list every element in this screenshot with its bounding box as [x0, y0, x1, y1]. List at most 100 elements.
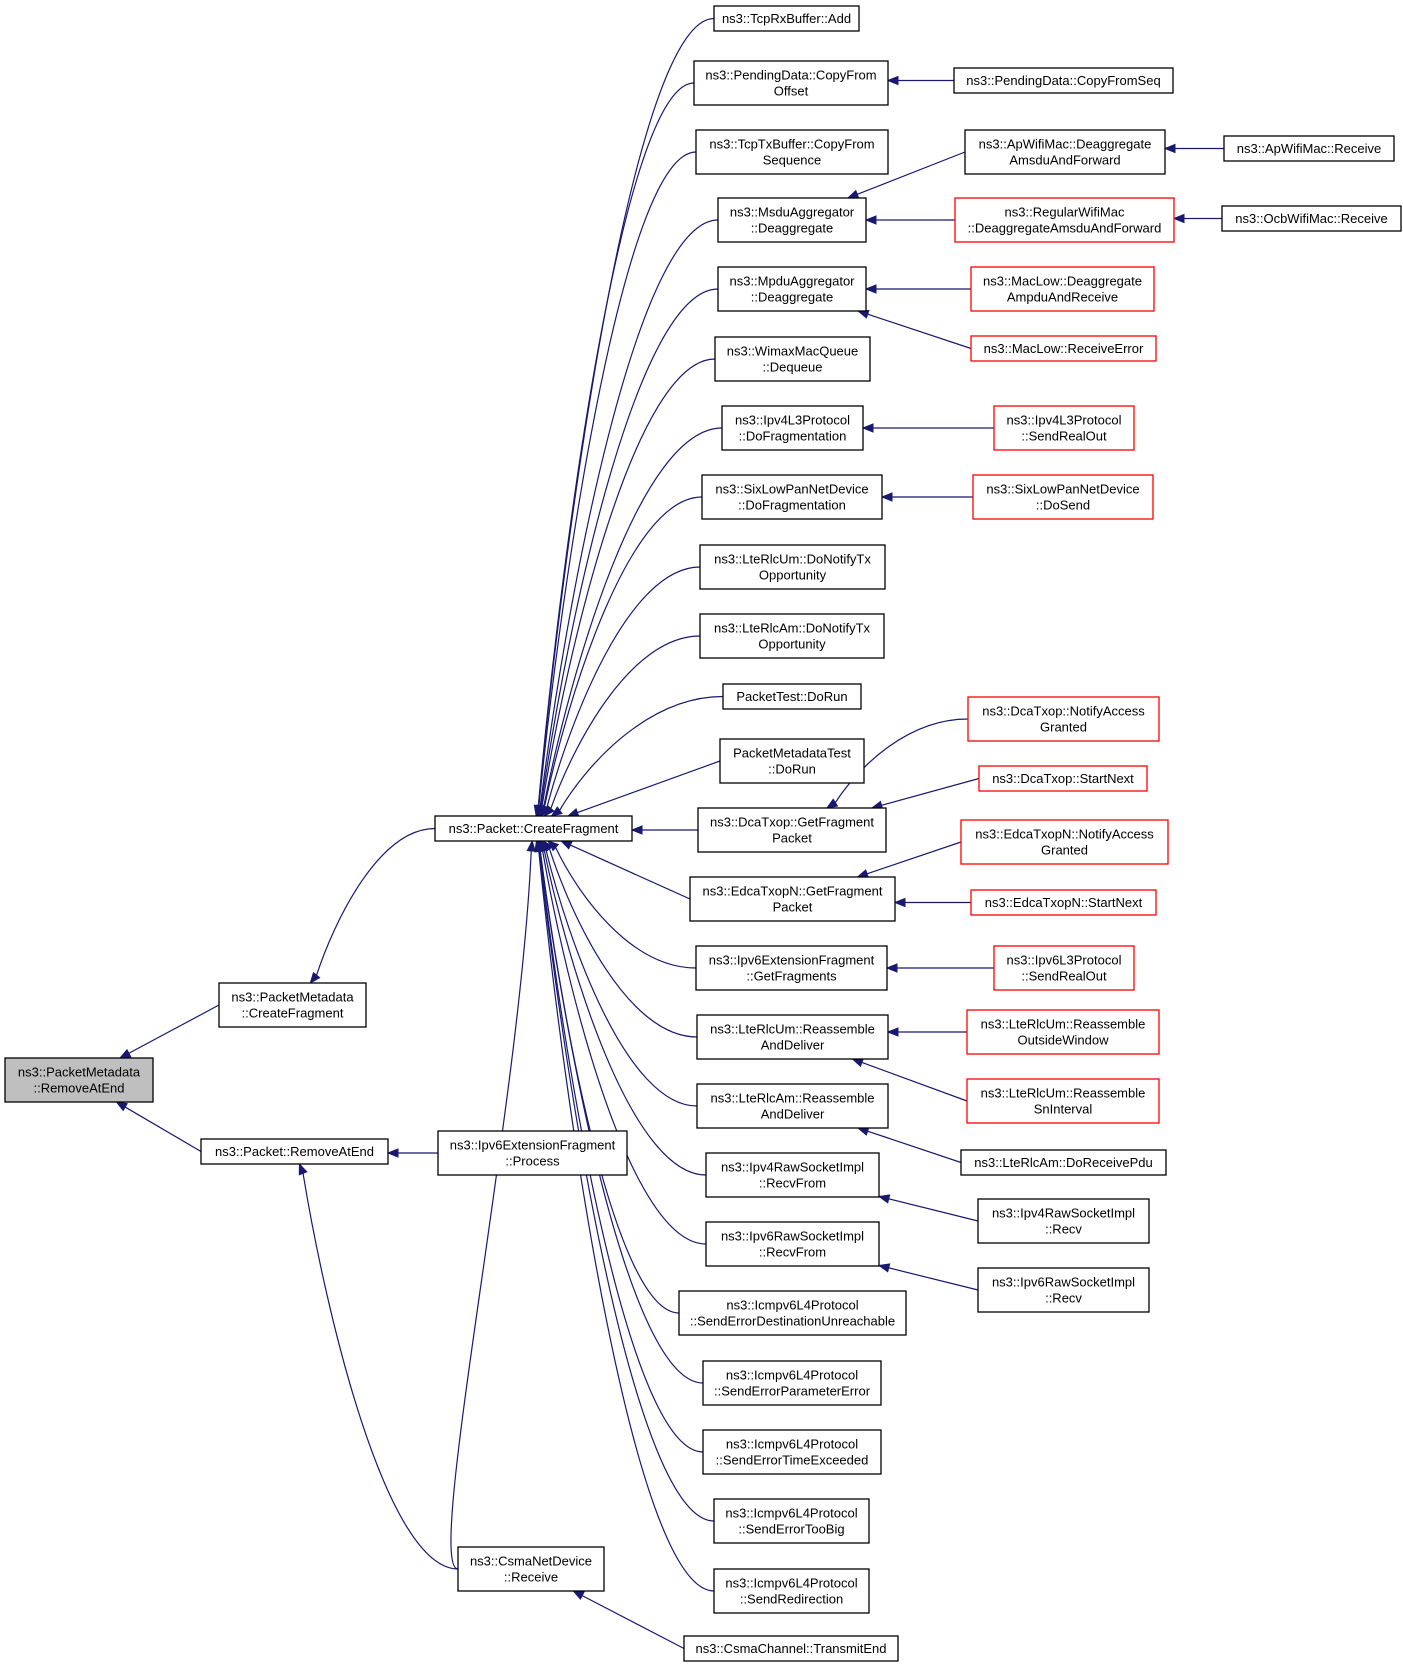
node-box [970, 266, 1155, 312]
node-label-line: ::DoSend [1036, 498, 1090, 513]
edge-n_ipv6raw_recv-to-n_ipv6raw_rf [877, 1263, 979, 1291]
edge-line [581, 1595, 685, 1650]
nodes-layer: ns3::PacketMetadata::RemoveAtEndns3::Pac… [4, 5, 1402, 1662]
edge-n_maclow_re-to-n_mpdu [856, 309, 972, 350]
node-box [993, 945, 1135, 991]
node-label-line: ns3::ApWifiMac::Deaggregate [979, 137, 1152, 152]
node-ocbwifi-recv[interactable]: ns3::OcbWifiMac::Receive [1221, 205, 1402, 232]
node-lterlcam-drp[interactable]: ns3::LteRlcAm::DoReceivePdu [960, 1149, 1167, 1176]
node-icmp-sedu[interactable]: ns3::Icmpv6L4Protocol::SendErrorDestinat… [678, 1290, 907, 1336]
edge-line [888, 1267, 979, 1291]
edge-line [538, 151, 697, 807]
node-label-line: ns3::Ipv4L3Protocol [735, 413, 850, 428]
node-box [696, 1014, 889, 1060]
node-label-line: ns3::Ipv6RawSocketImpl [721, 1229, 864, 1244]
node-label-line: Granted [1040, 720, 1087, 735]
node-box [978, 765, 1148, 792]
node-box [713, 1568, 870, 1614]
node-csma-recv[interactable]: ns3::CsmaNetDevice::Receive [457, 1546, 605, 1592]
node-ipv6ef-proc[interactable]: ns3::Ipv6ExtensionFragment::Process [437, 1130, 628, 1176]
node-box [701, 474, 883, 520]
edge-arrowhead [386, 1148, 399, 1158]
node-ipv6l3-sro[interactable]: ns3::Ipv6L3Protocol::SendRealOut [993, 945, 1135, 991]
node-ipv6raw-recv[interactable]: ns3::Ipv6RawSocketImpl::Recv [977, 1267, 1150, 1313]
node-label-line: ns3::PacketMetadata [18, 1065, 141, 1080]
node-label-line: Opportunity [759, 568, 827, 583]
node-box [977, 1267, 1150, 1313]
node-apwifi-recv[interactable]: ns3::ApWifiMac::Receive [1223, 135, 1395, 162]
node-maclow-re[interactable]: ns3::MacLow::ReceiveError [970, 335, 1157, 362]
node-sixlow-dosend[interactable]: ns3::SixLowPanNetDevice::DoSend [972, 474, 1154, 520]
node-ipv6ef-gf[interactable]: ns3::Ipv6ExtensionFragment::GetFragments [695, 945, 888, 991]
node-icmp-sepe[interactable]: ns3::Icmpv6L4Protocol::SendErrorParamete… [702, 1360, 882, 1406]
edge-line [315, 827, 436, 976]
node-ipv4raw-rf[interactable]: ns3::Ipv4RawSocketImpl::RecvFrom [705, 1152, 880, 1198]
node-edca-sn[interactable]: ns3::EdcaTxopN::StartNext [970, 889, 1157, 916]
node-label-line: PacketTest::DoRun [736, 689, 847, 704]
node-label-line: ns3::MsduAggregator [730, 205, 855, 220]
node-label-line: ns3::DcaTxop::StartNext [992, 771, 1134, 786]
edge-n_p_cf-to-n_pm_cf [309, 827, 436, 985]
edge-arrowhead [851, 1058, 864, 1068]
node-ipv4l3-dofrag[interactable]: ns3::Ipv4L3Protocol::DoFragmentation [721, 405, 864, 451]
edge-arrowhead [846, 189, 860, 199]
edge-line [861, 1061, 968, 1102]
edge-n_csma_recv-to-n_p_rae [298, 1162, 459, 1570]
node-regwifi-daf[interactable]: ns3::RegularWifiMac::DeaggregateAmsduAnd… [954, 197, 1175, 243]
edge-arrowhead [566, 807, 580, 817]
edge-arrowhead [298, 1162, 308, 1176]
edge-arrowhead [630, 825, 643, 835]
node-box [695, 945, 888, 991]
node-icmp-setb[interactable]: ns3::Icmpv6L4Protocol::SendErrorTooBig [713, 1498, 870, 1544]
edge-n_lterlcum_row-to-n_lterlcum_rad [886, 1027, 967, 1037]
node-p-cf[interactable]: ns3::Packet::CreateFragment [434, 815, 633, 842]
node-mpdu[interactable]: ns3::MpduAggregator::Deaggregate [717, 266, 867, 312]
node-pd-cfs[interactable]: ns3::PendingData::CopyFromSeq [953, 67, 1174, 94]
node-ipv4raw-recv[interactable]: ns3::Ipv4RawSocketImpl::Recv [977, 1198, 1150, 1244]
node-root[interactable]: ns3::PacketMetadata::RemoveAtEnd [4, 1057, 154, 1103]
node-pmt-dorun[interactable]: PacketMetadataTest::DoRun [719, 738, 865, 784]
edge-line [540, 288, 719, 807]
node-box [457, 1546, 605, 1592]
node-apwifi-daf[interactable]: ns3::ApWifiMac::DeaggregateAmsduAndForwa… [964, 129, 1166, 175]
edge-arrowhead [885, 963, 898, 973]
node-box [970, 335, 1157, 362]
node-pm-cf[interactable]: ns3::PacketMetadata::CreateFragment [218, 982, 367, 1028]
node-label-line: Packet [773, 900, 813, 915]
node-wimax[interactable]: ns3::WimaxMacQueue::Dequeue [714, 336, 871, 382]
node-sixlow-dofrag[interactable]: ns3::SixLowPanNetDevice::DoFragmentation [701, 474, 883, 520]
edge-n_csma_te-to-n_csma_recv [572, 1590, 685, 1650]
edge-line [577, 760, 721, 814]
node-label-line: AndDeliver [761, 1038, 825, 1053]
edge-n_lterlcum_rsi-to-n_lterlcum_rad [851, 1058, 968, 1102]
node-csma-te[interactable]: ns3::CsmaChannel::TransmitEnd [683, 1635, 899, 1662]
edge-line [866, 841, 962, 875]
node-label-line: ns3::PendingData::CopyFrom [705, 68, 876, 83]
node-ipv6raw-rf[interactable]: ns3::Ipv6RawSocketImpl::RecvFrom [705, 1221, 880, 1267]
node-msdu[interactable]: ns3::MsduAggregator::Deaggregate [717, 197, 867, 243]
node-dca-sn[interactable]: ns3::DcaTxop::StartNext [978, 765, 1148, 792]
node-tcprx-add[interactable]: ns3::TcpRxBuffer::Add [713, 5, 860, 32]
edge-arrowhead [886, 1027, 899, 1037]
node-box [966, 1078, 1160, 1124]
node-label-line: ::SendRealOut [1021, 969, 1107, 984]
node-icmp-sete[interactable]: ns3::Icmpv6L4Protocol::SendErrorTimeExce… [702, 1429, 882, 1475]
node-ipv4l3-sro[interactable]: ns3::Ipv4L3Protocol::SendRealOut [993, 405, 1135, 451]
node-pt-dorun[interactable]: PacketTest::DoRun [722, 683, 862, 710]
node-p-rae[interactable]: ns3::Packet::RemoveAtEnd [200, 1138, 389, 1165]
node-icmp-sr[interactable]: ns3::Icmpv6L4Protocol::SendRedirection [713, 1568, 870, 1614]
